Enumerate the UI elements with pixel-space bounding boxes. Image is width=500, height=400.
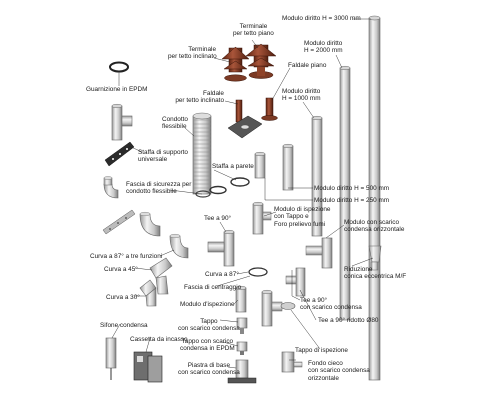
inspection-module <box>235 285 247 313</box>
label-blind-bottom: Fondo cieco con scarico condensa orizzon… <box>308 360 370 382</box>
label-module-250: Modulo diritto H = 250 mm <box>314 197 390 204</box>
elbow-87 <box>139 211 161 237</box>
label-elbow-45: Curva a 45° <box>104 266 138 273</box>
label-inspection-module-cap: Modulo di ispezione con Tappo e Foro pre… <box>274 206 331 228</box>
straight-module-1000 <box>311 115 323 237</box>
centering-band <box>248 267 268 277</box>
safety-band-ring <box>195 190 211 198</box>
label-reduced-tee: Tee a 90° ridotto Ø80 <box>318 317 379 324</box>
tee-90-reduced <box>285 267 306 297</box>
elbow-45 <box>149 257 173 295</box>
label-elbow-87: Curva a 87° <box>205 271 239 278</box>
elbow-87-three-functions <box>169 233 189 259</box>
label-inspection-cap: Tappo di ispezione <box>295 347 348 354</box>
tee-with-condensate-drain <box>261 289 283 327</box>
label-tee-90: Tee a 90° <box>204 215 232 222</box>
condensate-siphon <box>105 337 117 380</box>
label-eccentric-reducer: Riduzione conica eccentrica M/F <box>344 266 407 281</box>
straight-module-2000 <box>339 65 351 321</box>
label-elbow-30: Curva a 30° <box>106 294 140 301</box>
label-safety-band: Fascia di sicurezza per condotto flessib… <box>126 181 192 196</box>
straight-module-250 <box>254 151 266 179</box>
flat-roof-flashing <box>261 97 278 121</box>
upper-left-tee <box>111 103 133 141</box>
label-module-2000: Modulo diritto H = 2000 mm <box>304 40 343 55</box>
inspection-module-with-cap <box>252 201 272 235</box>
safety-band-elbow <box>103 176 119 199</box>
label-epdm-cap: Tappo con scarico condensa in EPDM <box>180 338 235 353</box>
label-elbow-87-three-functions: Curva a 87° a tre funzioni <box>90 253 163 260</box>
epdm-gasket <box>109 61 129 73</box>
label-flexible-duct: Condotto flessibile <box>162 116 188 131</box>
inspection-cap <box>280 302 296 310</box>
leader-lines <box>111 18 374 369</box>
label-tee-with-condensate: Tee a 90° con scarico condensa <box>300 297 362 312</box>
tee-90 <box>207 229 235 267</box>
label-flat-roof-flashing: Faldale piano <box>288 62 327 69</box>
label-epdm-gasket: Guarnizione in EPDM <box>86 86 148 93</box>
label-inclined-roof-flashing: Faldale per tetto inclinato <box>175 90 224 105</box>
flexible-duct <box>192 112 212 195</box>
flat-roof-terminal <box>245 43 277 79</box>
label-cap-condensate: Tappo con scarico condensa <box>178 318 240 333</box>
label-universal-bracket: Staffa di supporto universale <box>138 149 188 164</box>
label-condensate-siphon: Sifone condensa <box>100 322 148 329</box>
epdm-cap-with-drain <box>236 341 248 355</box>
label-module-1000: Modulo diritto H = 1000 mm <box>282 88 321 103</box>
base-plate-with-drain <box>227 359 257 384</box>
horizontal-condensate-module <box>305 237 333 269</box>
straight-module-3000 <box>368 15 381 381</box>
label-module-500: Modulo diritto H = 500 mm <box>314 185 390 192</box>
label-module-3000: Modulo diritto H = 3000 mm <box>282 15 361 22</box>
universal-bracket <box>104 141 135 167</box>
label-wall-clamp: Staffa a parete <box>212 163 254 170</box>
label-centering-band: Fascia di centraggio <box>184 284 242 291</box>
label-inspection-module: Modulo d'ispezione <box>180 301 235 308</box>
cap-with-condensate-drain <box>236 317 248 334</box>
label-inclined-roof-terminal: Terminale per tetto inclinato <box>168 46 217 61</box>
eccentric-reducer <box>368 245 382 271</box>
wall-bracket-strip <box>102 209 136 235</box>
label-horizontal-condensate-module: Modulo con scarico condensa orizzontale <box>344 219 405 234</box>
recessed-box <box>133 351 163 383</box>
straight-module-500 <box>282 143 294 191</box>
blind-bottom-with-horizontal-drain <box>281 351 303 373</box>
elbow-30 <box>139 279 157 307</box>
label-base-plate: Piastra di base con scarico condensa <box>178 362 240 377</box>
inclined-roof-terminal <box>221 46 250 82</box>
inclined-roof-flashing <box>227 99 263 139</box>
label-flat-roof-terminal: Terminale per tetto piano <box>233 23 274 38</box>
wall-clamp <box>209 177 250 195</box>
label-recessed-box: Cassetta da incasso <box>130 336 188 343</box>
